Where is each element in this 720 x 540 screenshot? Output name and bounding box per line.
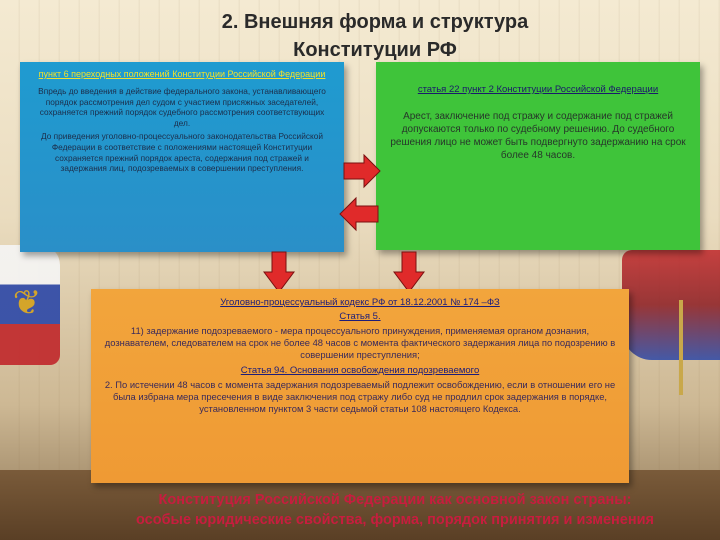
orange-box-heading: Уголовно-процессуальный кодекс РФ от 18.…	[220, 297, 500, 308]
slide-footer: Конституция Российской Федерации как осн…	[80, 490, 710, 530]
article-94-text: 2. По истечении 48 часов с момента задер…	[104, 379, 616, 414]
blue-box-heading: пункт 6 переходных положений Конституции…	[38, 69, 326, 79]
article-5-text: 11) задержание подозреваемого - мера про…	[104, 325, 616, 360]
slide-title: 2. Внешняя форма и структура Конституции…	[150, 8, 600, 64]
blue-box-paragraph-2: До приведения уголовно-процессуального з…	[41, 131, 323, 174]
title-line-2: Конституции РФ	[293, 39, 457, 61]
arrow-down-icon	[393, 251, 425, 293]
arrow-right-icon	[343, 153, 381, 189]
footer-line-2: особые юридические свойства, форма, поря…	[136, 512, 654, 528]
green-box-text: Арест, заключение под стражу и содержани…	[390, 111, 686, 161]
flagpole-icon	[679, 300, 683, 395]
constitution-article-22-box: статья 22 пункт 2 Конституции Российской…	[376, 62, 700, 250]
arrow-left-icon	[339, 196, 379, 232]
title-line-1: 2. Внешняя форма и структура	[221, 11, 529, 33]
double-headed-eagle-emblem-icon: ❦	[12, 283, 42, 322]
transitional-provisions-box: пункт 6 переходных положений Конституции…	[20, 62, 344, 252]
article-5-title: Статья 5.	[339, 311, 381, 322]
article-94-title: Статья 94. Основания освобождения подозр…	[240, 365, 480, 377]
criminal-procedure-code-box: Уголовно-процессуальный кодекс РФ от 18.…	[91, 289, 629, 483]
russian-flag-icon	[0, 245, 60, 365]
flag-decoration-icon	[622, 250, 720, 360]
arrow-down-icon	[263, 251, 295, 293]
blue-box-paragraph-1: Впредь до введения в действие федерально…	[38, 86, 326, 128]
footer-line-1: Конституция Российской Федерации как осн…	[158, 492, 632, 508]
green-box-heading: статья 22 пункт 2 Конституции Российской…	[417, 84, 659, 95]
